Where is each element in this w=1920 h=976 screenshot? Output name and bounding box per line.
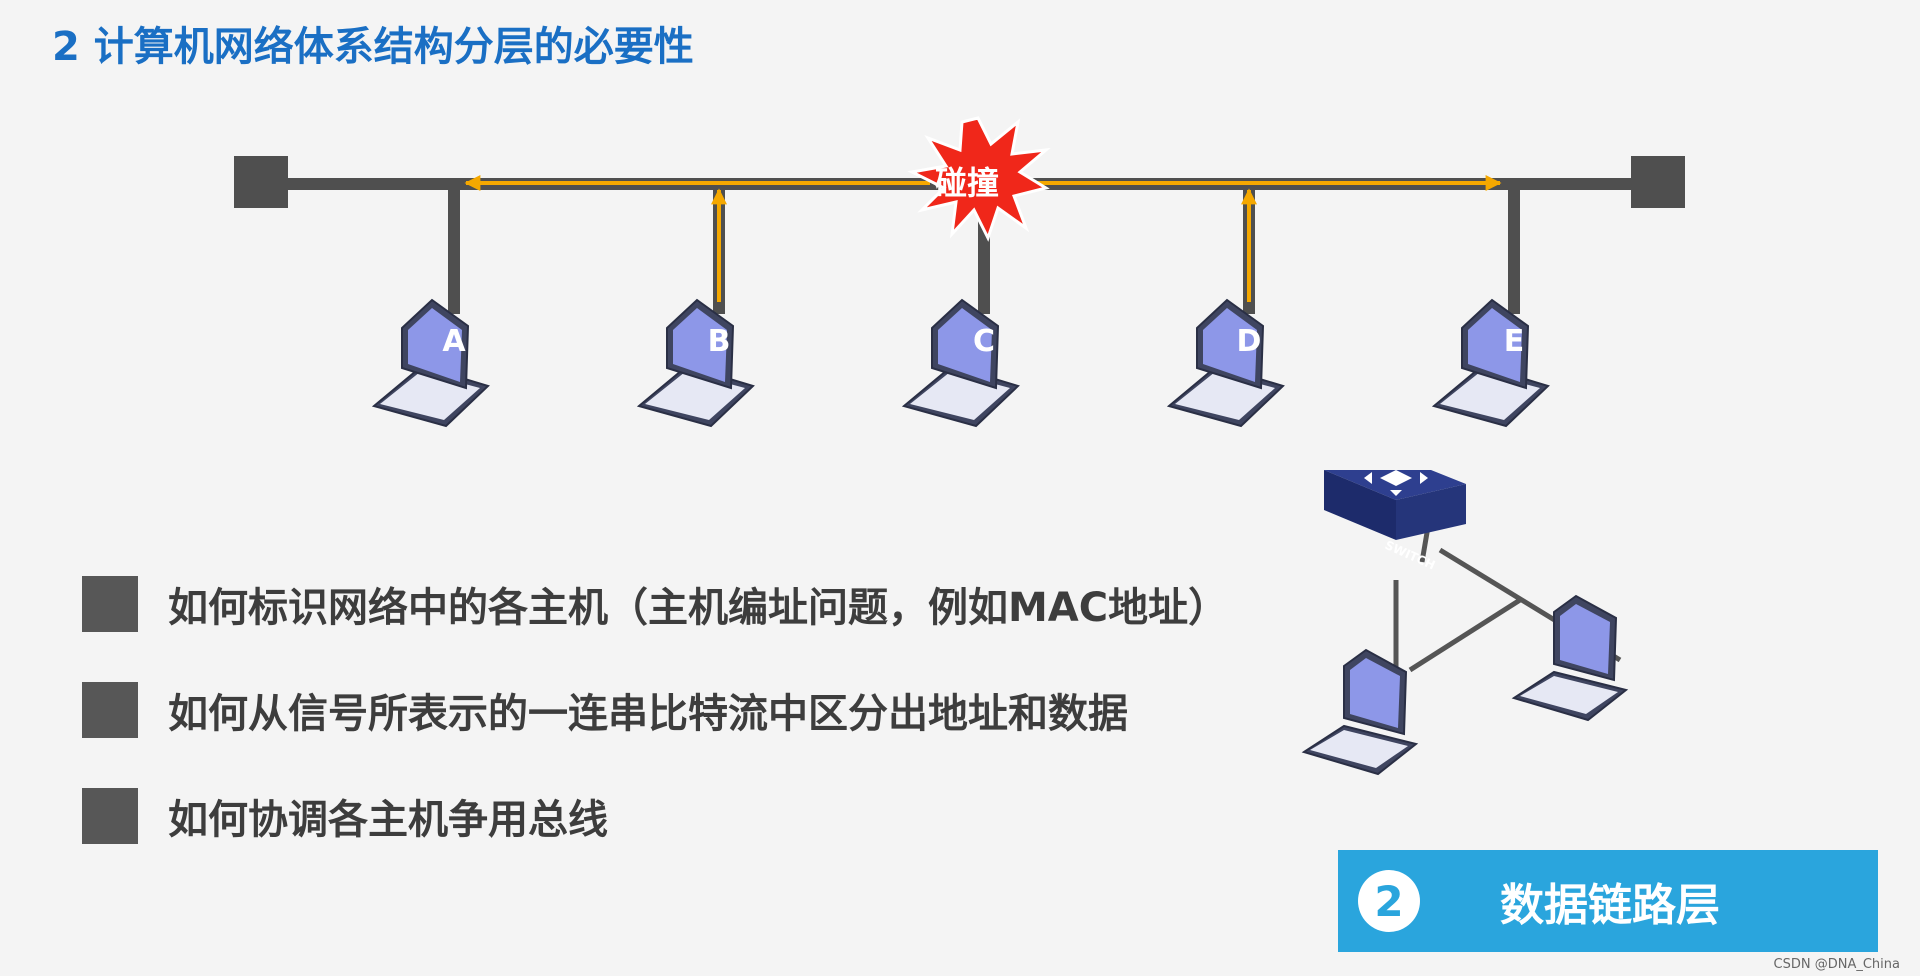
bullet-text: 如何从信号所表示的一连串比特流中区分出地址和数据 xyxy=(168,691,1128,737)
terminator-left xyxy=(234,156,288,208)
terminator-right xyxy=(1631,156,1685,208)
drop-line-e xyxy=(1508,184,1520,314)
drop-line-a xyxy=(448,184,460,314)
host-label-c: C xyxy=(972,324,996,359)
bullet-text: 如何标识网络中的各主机（主机编址问题，例如MAC地址） xyxy=(168,585,1229,631)
bullet-square-icon xyxy=(82,682,138,738)
laptop-host-a xyxy=(373,299,489,427)
layer-name: 数据链路层 xyxy=(1500,880,1720,931)
bullet-square-icon xyxy=(82,788,138,844)
layer-banner: 2 数据链路层 xyxy=(1338,850,1878,952)
bullet-square-icon xyxy=(82,576,138,632)
laptop-host-d xyxy=(1168,299,1284,427)
host-label-d: D xyxy=(1236,324,1262,359)
laptop-host-e xyxy=(1433,299,1549,427)
bullet-text: 如何协调各主机争用总线 xyxy=(168,797,608,843)
switch-laptop-middle xyxy=(1303,649,1417,775)
switch-label: SWITCH xyxy=(1383,538,1437,573)
bus-topology-diagram xyxy=(234,116,1685,427)
host-label-e: E xyxy=(1503,324,1525,359)
laptop-host-c xyxy=(903,299,1019,427)
watermark: CSDN @DNA_China xyxy=(1773,957,1900,972)
switch-laptop-right xyxy=(1513,595,1627,721)
switch-topology-diagram: SWITCH xyxy=(1303,470,1627,775)
bullet-item: 如何从信号所表示的一连串比特流中区分出地址和数据 xyxy=(82,681,1128,739)
host-label-b: B xyxy=(707,324,731,359)
host-label-a: A xyxy=(442,324,466,359)
page-title: 2 计算机网络体系结构分层的必要性 xyxy=(52,24,694,70)
collision-label: 碰撞 xyxy=(935,164,1000,202)
bullet-item: 如何协调各主机争用总线 xyxy=(82,787,608,845)
bullet-item: 如何标识网络中的各主机（主机编址问题，例如MAC地址） xyxy=(82,575,1228,633)
collision-burst xyxy=(907,116,1051,242)
laptop-host-b xyxy=(638,299,754,427)
switch-device xyxy=(1324,470,1466,540)
switch-link-1 xyxy=(1408,597,1522,673)
layer-number-badge: 2 xyxy=(1358,870,1420,932)
